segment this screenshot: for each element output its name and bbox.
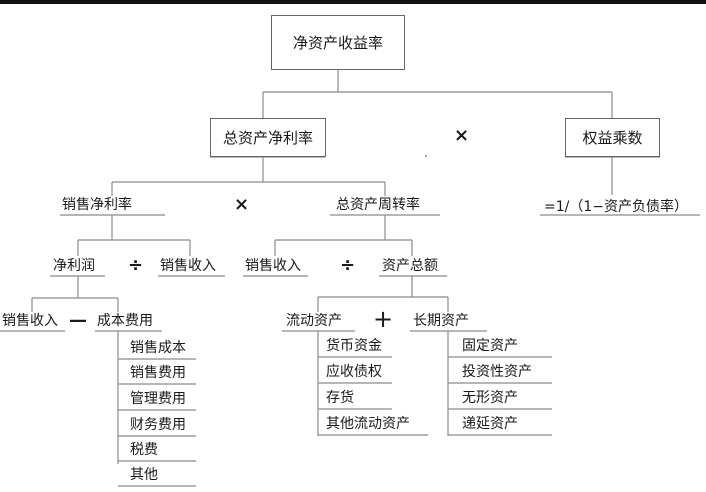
root-label: 净资产收益率 — [292, 34, 383, 52]
minus-operator: — — [69, 310, 87, 331]
long-term-asset-item: 投资性资产 — [462, 364, 532, 380]
long-term-asset-item: 无形资产 — [462, 390, 518, 406]
current-asset-item: 存货 — [326, 390, 354, 406]
node-equity-multiplier: 权益乘数 — [565, 118, 660, 157]
cost-item: 财务费用 — [130, 417, 186, 433]
node-current-assets: 流动资产 — [286, 313, 342, 329]
plus-operator: + — [373, 305, 394, 333]
long-term-asset-item: 递延资产 — [462, 416, 518, 432]
divide-operator-turnover: ÷ — [340, 255, 356, 276]
node-total-asset-net-margin-label: 总资产净利率 — [222, 129, 313, 147]
node-total-cost: 成本费用 — [97, 313, 153, 329]
multiply-operator-level1: × — [454, 125, 470, 146]
cost-item: 销售费用 — [130, 365, 186, 381]
current-asset-item: 应收债权 — [326, 364, 382, 380]
node-equity-multiplier-label: 权益乘数 — [582, 129, 643, 147]
cost-item: 管理费用 — [130, 391, 186, 407]
equity-multiplier-formula: =1/（1−资产负债率） — [544, 199, 688, 215]
node-total-assets: 资产总额 — [382, 258, 438, 274]
node-total-asset-net-margin: 总资产净利率 — [210, 118, 326, 157]
cost-item: 销售成本 — [130, 340, 186, 356]
node-net-profit: 净利润 — [53, 258, 95, 274]
current-asset-item: 货币资金 — [326, 338, 382, 354]
current-asset-item: 其他流动资产 — [326, 416, 410, 432]
node-sales-revenue-profit: 销售收入 — [160, 258, 216, 274]
node-net-sales-margin: 销售净利率 — [62, 197, 132, 213]
node-sales-revenue-turnover: 销售收入 — [245, 258, 301, 274]
node-total-asset-turnover: 总资产周转率 — [336, 197, 420, 213]
cost-item: 其他 — [130, 467, 158, 483]
divide-operator-profit: ÷ — [128, 255, 144, 276]
long-term-asset-item: 固定资产 — [462, 338, 518, 354]
node-sales-revenue-net-profit: 销售收入 — [2, 313, 58, 329]
multiply-operator-level2: × — [234, 194, 250, 215]
root-node-roe: 净资产收益率 — [271, 15, 405, 70]
top-border — [0, 0, 706, 4]
node-long-term-assets: 长期资产 — [413, 313, 469, 329]
cost-item: 税费 — [130, 442, 158, 458]
